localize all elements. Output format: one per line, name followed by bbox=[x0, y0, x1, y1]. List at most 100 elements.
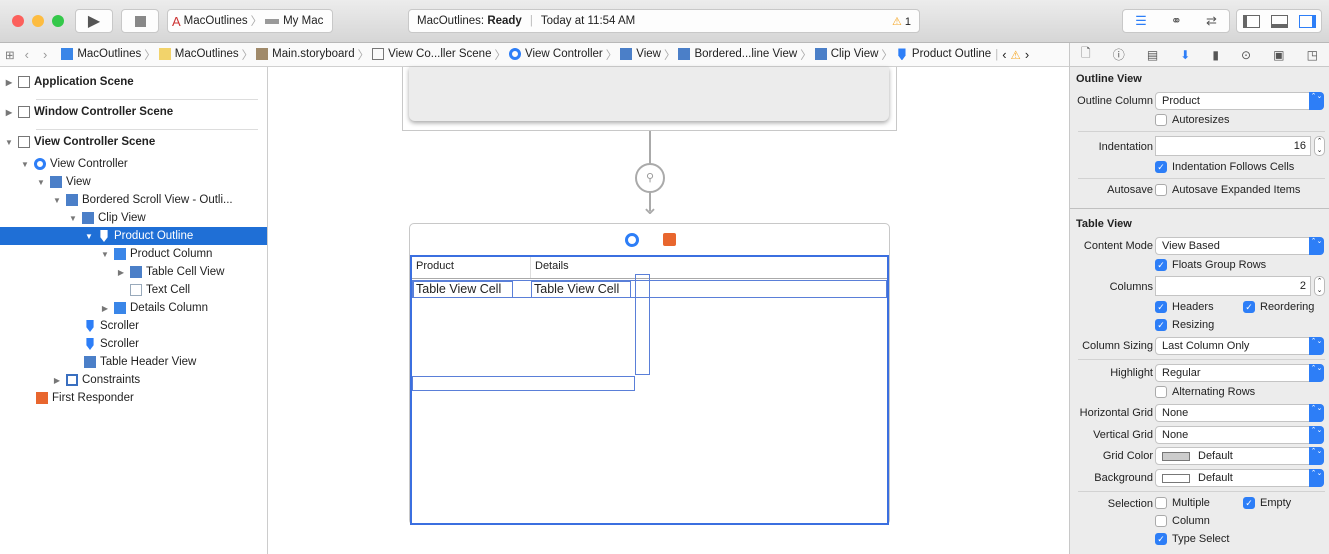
floats-group-rows-checkbox[interactable]: ✓Floats Group Rows bbox=[1155, 259, 1266, 271]
tree-item-view[interactable]: ▼View bbox=[0, 173, 267, 191]
outline-column-popup[interactable]: Product bbox=[1155, 92, 1324, 110]
crumb-project[interactable]: MacOutlines bbox=[61, 48, 141, 61]
tree-item-scroll-view[interactable]: ▼Bordered Scroll View - Outli... bbox=[0, 191, 267, 209]
scene-application[interactable]: ▶Application Scene bbox=[0, 72, 134, 92]
identity-inspector-icon[interactable]: ▤ bbox=[1146, 47, 1159, 62]
disclosure-triangle-icon[interactable]: ▼ bbox=[69, 213, 77, 223]
autosave-checkbox[interactable]: Autosave Expanded Items bbox=[1155, 184, 1300, 196]
tree-item-text-cell[interactable]: Text Cell bbox=[0, 281, 267, 299]
multiple-selection-checkbox[interactable]: Multiple bbox=[1155, 497, 1210, 509]
tree-item-details-column[interactable]: ▶Details Column bbox=[0, 299, 267, 317]
columns-field[interactable]: 2 bbox=[1155, 276, 1311, 296]
file-inspector-icon[interactable]: 🗋 bbox=[1081, 46, 1091, 60]
debug-toggle-icon[interactable] bbox=[1270, 14, 1288, 28]
scene-window-controller[interactable]: ▶Window Controller Scene bbox=[0, 102, 173, 122]
version-editor-icon[interactable]: ⇄ bbox=[1205, 13, 1217, 28]
grid-color-popup[interactable]: Default bbox=[1155, 447, 1324, 465]
disclosure-triangle-icon[interactable]: ▼ bbox=[37, 177, 45, 187]
disclosure-triangle-icon[interactable]: ▶ bbox=[53, 375, 61, 385]
disclosure-triangle-icon[interactable]: ▶ bbox=[5, 107, 13, 117]
crumb-storyboard[interactable]: Main.storyboard bbox=[256, 48, 355, 61]
headers-checkbox[interactable]: ✓Headers bbox=[1155, 301, 1214, 313]
close-button[interactable] bbox=[12, 15, 24, 27]
window-scene-frame[interactable] bbox=[402, 67, 897, 131]
disclosure-triangle-icon[interactable]: ▼ bbox=[5, 137, 13, 147]
warning-badge[interactable]: ⚠ 1 bbox=[892, 15, 911, 28]
columns-stepper[interactable]: ⌃⌄ bbox=[1314, 276, 1325, 296]
indentation-field[interactable]: 16 bbox=[1155, 136, 1311, 156]
disclosure-triangle-icon[interactable]: ▼ bbox=[21, 159, 29, 169]
reordering-checkbox[interactable]: ✓Reordering bbox=[1243, 301, 1314, 313]
inspector-toggle-icon[interactable] bbox=[1298, 14, 1316, 28]
run-button[interactable]: ▶ bbox=[75, 9, 113, 33]
help-inspector-icon[interactable]: ⓘ bbox=[1112, 48, 1125, 62]
tree-item-first-responder[interactable]: First Responder bbox=[0, 389, 267, 407]
minimize-button[interactable] bbox=[32, 15, 44, 27]
scene-view-controller[interactable]: ▼View Controller Scene bbox=[0, 132, 155, 152]
disclosure-triangle-icon[interactable]: ▼ bbox=[85, 231, 93, 241]
outline-view-selection[interactable]: Product Details Table View Cell Table Vi… bbox=[410, 255, 889, 525]
assistant-editor-icon[interactable]: ⚭ bbox=[1170, 13, 1182, 28]
column-header-product[interactable]: Product bbox=[412, 257, 531, 278]
crumb-product-outline[interactable]: Product Outline bbox=[896, 48, 991, 61]
tree-item-table-cell-view[interactable]: ▶Table Cell View bbox=[0, 263, 267, 281]
column-sizing-popup[interactable]: Last Column Only bbox=[1155, 337, 1324, 355]
attributes-inspector-icon[interactable]: ⬇ bbox=[1180, 47, 1191, 62]
crumb-clip-view[interactable]: Clip View bbox=[814, 48, 878, 61]
disclosure-triangle-icon[interactable]: ▶ bbox=[101, 303, 109, 313]
resizing-checkbox[interactable]: ✓Resizing bbox=[1155, 319, 1214, 331]
navigator-toggle-icon[interactable] bbox=[1242, 14, 1260, 28]
disclosure-triangle-icon[interactable]: ▼ bbox=[101, 249, 109, 259]
zoom-button[interactable] bbox=[52, 15, 64, 27]
storyboard-canvas[interactable]: ⚲ ⌄ Product Details Table View Cell Tabl… bbox=[268, 67, 1069, 554]
tree-item-clip-view[interactable]: ▼Clip View bbox=[0, 209, 267, 227]
disclosure-triangle-icon[interactable]: ▼ bbox=[53, 195, 61, 205]
crumb-scene[interactable]: View Co...ller Scene bbox=[372, 48, 491, 61]
size-inspector-icon[interactable]: ▮ bbox=[1212, 47, 1219, 62]
empty-selection-checkbox[interactable]: ✓Empty bbox=[1243, 497, 1291, 509]
content-mode-popup[interactable]: View Based bbox=[1155, 237, 1324, 255]
tree-item-product-column[interactable]: ▼Product Column bbox=[0, 245, 267, 263]
vertical-grid-popup[interactable]: None bbox=[1155, 426, 1324, 444]
crumb-folder[interactable]: MacOutlines bbox=[158, 48, 239, 61]
scheme-selector[interactable]: A MacOutlines〉 My Mac bbox=[167, 9, 333, 33]
back-button[interactable]: ‹ bbox=[24, 47, 29, 62]
connections-inspector-icon[interactable]: ⊙ bbox=[1241, 47, 1252, 62]
table-cell-product[interactable]: Table View Cell bbox=[413, 281, 513, 298]
first-responder-icon[interactable] bbox=[663, 233, 676, 246]
column-header-details[interactable]: Details bbox=[535, 260, 569, 272]
tree-item-constraints[interactable]: ▶Constraints bbox=[0, 371, 267, 389]
highlight-popup[interactable]: Regular bbox=[1155, 364, 1324, 382]
horizontal-scroller[interactable] bbox=[412, 376, 635, 391]
tree-item-scroller[interactable]: Scroller bbox=[0, 317, 267, 335]
stop-button[interactable] bbox=[121, 9, 159, 33]
warning-icon[interactable]: ⚠ bbox=[1010, 49, 1021, 62]
vertical-scroller[interactable] bbox=[635, 274, 650, 375]
view-effects-inspector-icon[interactable]: ◳ bbox=[1306, 47, 1318, 62]
bindings-inspector-icon[interactable]: ▣ bbox=[1273, 47, 1285, 62]
column-selection-checkbox[interactable]: Column bbox=[1155, 515, 1210, 527]
crumb-view[interactable]: View bbox=[620, 48, 661, 61]
disclosure-triangle-icon[interactable]: ▶ bbox=[5, 77, 13, 87]
disclosure-triangle-icon[interactable]: ▶ bbox=[117, 267, 125, 277]
alternating-rows-checkbox[interactable]: Alternating Rows bbox=[1155, 386, 1255, 398]
segue-icon[interactable]: ⚲ bbox=[635, 163, 665, 193]
view-controller-scene[interactable]: Product Details Table View Cell Table Vi… bbox=[409, 223, 890, 525]
tree-item-product-outline[interactable]: ▼Product Outline bbox=[0, 227, 267, 245]
forward-button[interactable]: › bbox=[42, 47, 48, 62]
next-issue-button[interactable]: › bbox=[1024, 47, 1030, 62]
view-controller-icon[interactable] bbox=[625, 233, 639, 247]
autoresizes-checkbox[interactable]: Autoresizes bbox=[1155, 114, 1229, 126]
tree-item-table-header-view[interactable]: Table Header View bbox=[0, 353, 267, 371]
standard-editor-icon[interactable]: ☰ bbox=[1135, 13, 1147, 28]
type-select-checkbox[interactable]: ✓Type Select bbox=[1155, 533, 1229, 545]
indentation-follows-cells-checkbox[interactable]: ✓Indentation Follows Cells bbox=[1155, 161, 1294, 173]
crumb-view-controller[interactable]: View Controller bbox=[508, 48, 603, 61]
background-popup[interactable]: Default bbox=[1155, 469, 1324, 487]
related-items-icon[interactable]: ⊞ bbox=[5, 49, 15, 62]
tree-item-scroller[interactable]: Scroller bbox=[0, 335, 267, 353]
tree-item-view-controller[interactable]: ▼View Controller bbox=[0, 155, 267, 173]
crumb-scroll-view[interactable]: Bordered...line View bbox=[678, 48, 797, 61]
horizontal-grid-popup[interactable]: None bbox=[1155, 404, 1324, 422]
indentation-stepper[interactable]: ⌃⌄ bbox=[1314, 136, 1325, 156]
